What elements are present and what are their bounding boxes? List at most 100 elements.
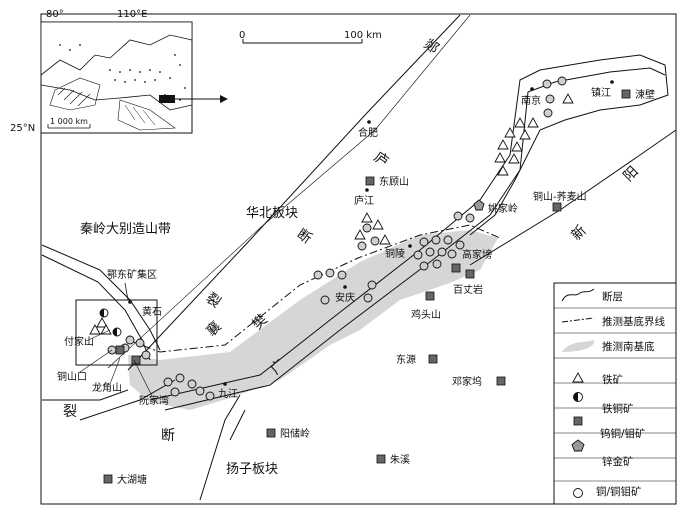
copper-ore-icon <box>437 247 447 257</box>
copper-ore-icon <box>370 236 380 246</box>
city-jiujiang: 九江 <box>218 388 238 400</box>
copper-ore-icon <box>187 379 197 389</box>
legend-label-iron: 铁矿 <box>602 373 623 386</box>
scale-bar <box>242 39 363 44</box>
orogen-label: 秦岭大别造山带 <box>80 222 171 237</box>
copper-ore-icon <box>425 247 435 257</box>
copper-ore-icon <box>543 108 553 118</box>
fault-char-duan-left: 断 <box>161 428 175 444</box>
north-china-plate-label: 华北板块 <box>246 206 298 221</box>
iron-ore-icon <box>361 212 373 223</box>
copper-ore-icon <box>542 79 552 89</box>
deposit-zhuxi: 朱溪 <box>390 454 410 466</box>
deposit-yaojialing: 姚家岭 <box>488 202 518 215</box>
map-frame <box>40 13 677 505</box>
copper-ore-icon <box>320 295 330 305</box>
cities <box>128 80 614 386</box>
iron-ore-icon <box>497 165 509 176</box>
city-lujiang: 庐江 <box>354 194 374 207</box>
copper-ore-icon <box>362 223 372 233</box>
fault-char-lie-left: 裂 <box>63 404 77 420</box>
scale-start: 0 <box>239 30 245 41</box>
legend: 断层 推测基底界线 推测南基底 铁矿 铁铜矿 钨铜/钼矿 锌金矿 铜/铜钼矿 <box>553 282 677 505</box>
iron-ore-icon <box>562 93 574 104</box>
iron-ore-icon <box>504 127 516 138</box>
city-dot-zhenjiang <box>610 80 614 84</box>
city-dot-hefei <box>367 120 371 124</box>
legend-iron-copper-icon <box>573 392 583 402</box>
ore-cluster-label: 鄂东矿集区 <box>107 268 157 281</box>
fault-char-lu: 庐 <box>371 149 392 170</box>
zinc-gold-ore-icon <box>473 199 485 211</box>
copper-ore-icon <box>325 268 335 278</box>
leader-lines <box>79 329 153 397</box>
copper-ore-icon <box>367 280 377 290</box>
city-dot-nanjing <box>530 87 534 91</box>
inset-lat-25: 25°N <box>10 123 35 134</box>
fault-char-xiang: 襄 <box>204 319 225 340</box>
copper-ore-icon <box>141 350 151 360</box>
iron-ore-icon <box>514 117 526 128</box>
legend-fault-symbol <box>561 288 595 302</box>
copper-ore-icon <box>195 386 205 396</box>
legend-copper-icon <box>573 488 583 498</box>
copper-ore-icon <box>125 335 135 345</box>
legend-label-fault: 断层 <box>602 290 623 303</box>
copper-ore-icon <box>545 94 555 104</box>
copper-ore-icon <box>432 259 442 269</box>
city-zhenjiang: 镇江 <box>591 86 611 99</box>
deposit-ruanjiawan: 阮家湾 <box>139 394 169 407</box>
city-anqing: 安庆 <box>335 291 355 304</box>
inset-lon-80: 80° <box>46 9 64 20</box>
ore-cluster-leader <box>124 282 129 301</box>
iron-ore-icon <box>96 317 108 328</box>
inferred-basement-area <box>128 230 498 410</box>
deposit-baizhangyan: 百丈岩 <box>453 283 483 296</box>
iron-copper-ore-icon <box>99 308 109 318</box>
copper-ore-icon <box>453 211 463 221</box>
deposit-longjiaoshan: 龙角山 <box>92 381 122 394</box>
city-nanjing: 南京 <box>521 94 541 107</box>
city-huangshi: 黄石 <box>142 305 162 318</box>
iron-copper-ore-icon <box>112 327 122 337</box>
tungsten-ore-icon <box>425 291 435 301</box>
deposit-dongyuan: 东源 <box>396 353 416 366</box>
city-dot-anqing <box>343 285 347 289</box>
city-dot-huangshi <box>128 300 132 304</box>
scale-end: 100 km <box>344 30 382 41</box>
tungsten-ore-icon <box>131 355 141 365</box>
ore-cluster-box <box>75 299 158 366</box>
city-dot-jiujiang <box>223 382 227 386</box>
copper-ore-icon <box>357 241 367 251</box>
deposit-dengjiawu: 邓家坞 <box>452 375 482 388</box>
iron-ore-icon <box>372 219 384 230</box>
legend-label-iron-copper: 铁铜矿 <box>602 402 634 415</box>
iron-ore-icon <box>497 139 509 150</box>
copper-ore-icon <box>455 240 465 250</box>
inset-map: 1 000 km <box>40 21 228 134</box>
tungsten-ore-icon <box>552 202 562 212</box>
deposit-tongshan-qiaomaishan: 铜山-荞麦山 <box>533 191 587 203</box>
copper-ore-icon <box>175 373 185 383</box>
copper-ore-icon <box>465 213 475 223</box>
legend-label-copper: 铜/铜钼矿 <box>596 485 642 498</box>
city-tongling: 铜陵 <box>385 248 405 260</box>
legend-basement-symbol <box>562 340 595 352</box>
copper-ore-icon <box>313 270 323 280</box>
iron-ore-icon <box>354 229 366 240</box>
legend-tungsten-icon <box>573 416 583 426</box>
tungsten-ore-icon <box>266 428 276 438</box>
inset-lon-110: 110°E <box>117 9 147 20</box>
tungsten-ore-icon <box>621 89 631 99</box>
copper-ore-icon <box>205 391 215 401</box>
iron-ore-icon <box>89 324 101 335</box>
legend-zinc-gold-icon <box>571 439 585 452</box>
fault-char-lie: 裂 <box>203 290 224 311</box>
deposit-fujiashan: 付家山 <box>64 335 94 348</box>
deposit-subi: 涑壁 <box>635 88 655 101</box>
fault-char-tan: 郯 <box>421 36 442 57</box>
tungsten-ore-icon <box>365 176 375 186</box>
tungsten-ore-icon <box>376 454 386 464</box>
inset-scale-label: 1 000 km <box>50 117 88 126</box>
city-hefei: 合肥 <box>358 126 378 139</box>
